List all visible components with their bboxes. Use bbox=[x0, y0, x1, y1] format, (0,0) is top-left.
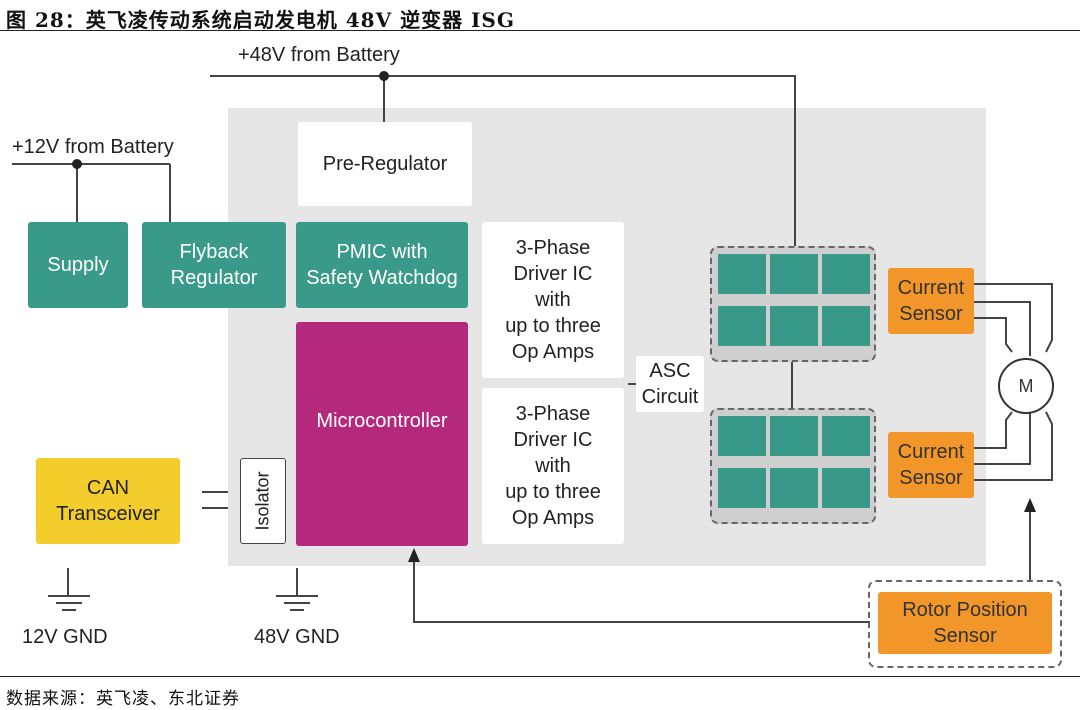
mosfet-icon bbox=[822, 416, 870, 456]
motor-symbol: M bbox=[998, 358, 1054, 414]
mosfet-icon bbox=[718, 306, 766, 346]
current-sensor-2: Current Sensor bbox=[888, 432, 974, 498]
supply-block: Supply bbox=[28, 222, 128, 308]
power-switch-bank-low bbox=[710, 408, 876, 524]
mosfet-icon bbox=[718, 254, 766, 294]
driver-ic-block-2: 3-Phase Driver IC with up to three Op Am… bbox=[482, 388, 624, 544]
mosfet-icon bbox=[770, 416, 818, 456]
mosfet-icon bbox=[770, 306, 818, 346]
current-sensor-1: Current Sensor bbox=[888, 268, 974, 334]
title-rule bbox=[0, 30, 1080, 31]
rotor-sensor-frame bbox=[868, 580, 1062, 668]
rail-48v-label: +48V from Battery bbox=[238, 44, 400, 66]
mosfet-icon bbox=[718, 416, 766, 456]
mosfet-icon bbox=[770, 254, 818, 294]
junction-48v bbox=[379, 71, 389, 81]
source-note: 数据来源：英飞凌、东北证券 bbox=[6, 689, 240, 709]
mosfet-icon bbox=[822, 306, 870, 346]
arrow-to-motor bbox=[1024, 498, 1036, 512]
flyback-regulator-block: Flyback Regulator bbox=[142, 222, 286, 308]
isolator-block: Isolator bbox=[240, 458, 286, 544]
pre-regulator-block: Pre-Regulator bbox=[298, 122, 472, 206]
rotor-to-mcu-line bbox=[413, 556, 870, 623]
mosfet-icon bbox=[822, 468, 870, 508]
source-rule bbox=[0, 676, 1080, 677]
driver-ic-block-1: 3-Phase Driver IC with up to three Op Am… bbox=[482, 222, 624, 378]
microcontroller-block: Microcontroller bbox=[296, 322, 468, 546]
isolator-label: Isolator bbox=[252, 471, 273, 531]
ground-12v-label: 12V GND bbox=[22, 626, 108, 648]
arrow-to-mcu bbox=[408, 548, 420, 562]
mosfet-icon bbox=[822, 254, 870, 294]
pmic-block: PMIC with Safety Watchdog bbox=[296, 222, 468, 308]
mosfet-icon bbox=[718, 468, 766, 508]
asc-circuit-block: ASC Circuit bbox=[636, 356, 704, 412]
figure-title: 图 28：英飞凌传动系统启动发电机 48V 逆变器 ISG bbox=[6, 8, 515, 32]
can-transceiver-block: CAN Transceiver bbox=[36, 458, 180, 544]
junction-12v bbox=[72, 159, 82, 169]
rotor-position-sensor: Rotor Position Sensor bbox=[878, 592, 1052, 654]
power-switch-bank-high bbox=[710, 246, 876, 362]
ground-48v-label: 48V GND bbox=[254, 626, 340, 648]
mosfet-icon bbox=[770, 468, 818, 508]
rail-12v-label: +12V from Battery bbox=[12, 136, 174, 158]
